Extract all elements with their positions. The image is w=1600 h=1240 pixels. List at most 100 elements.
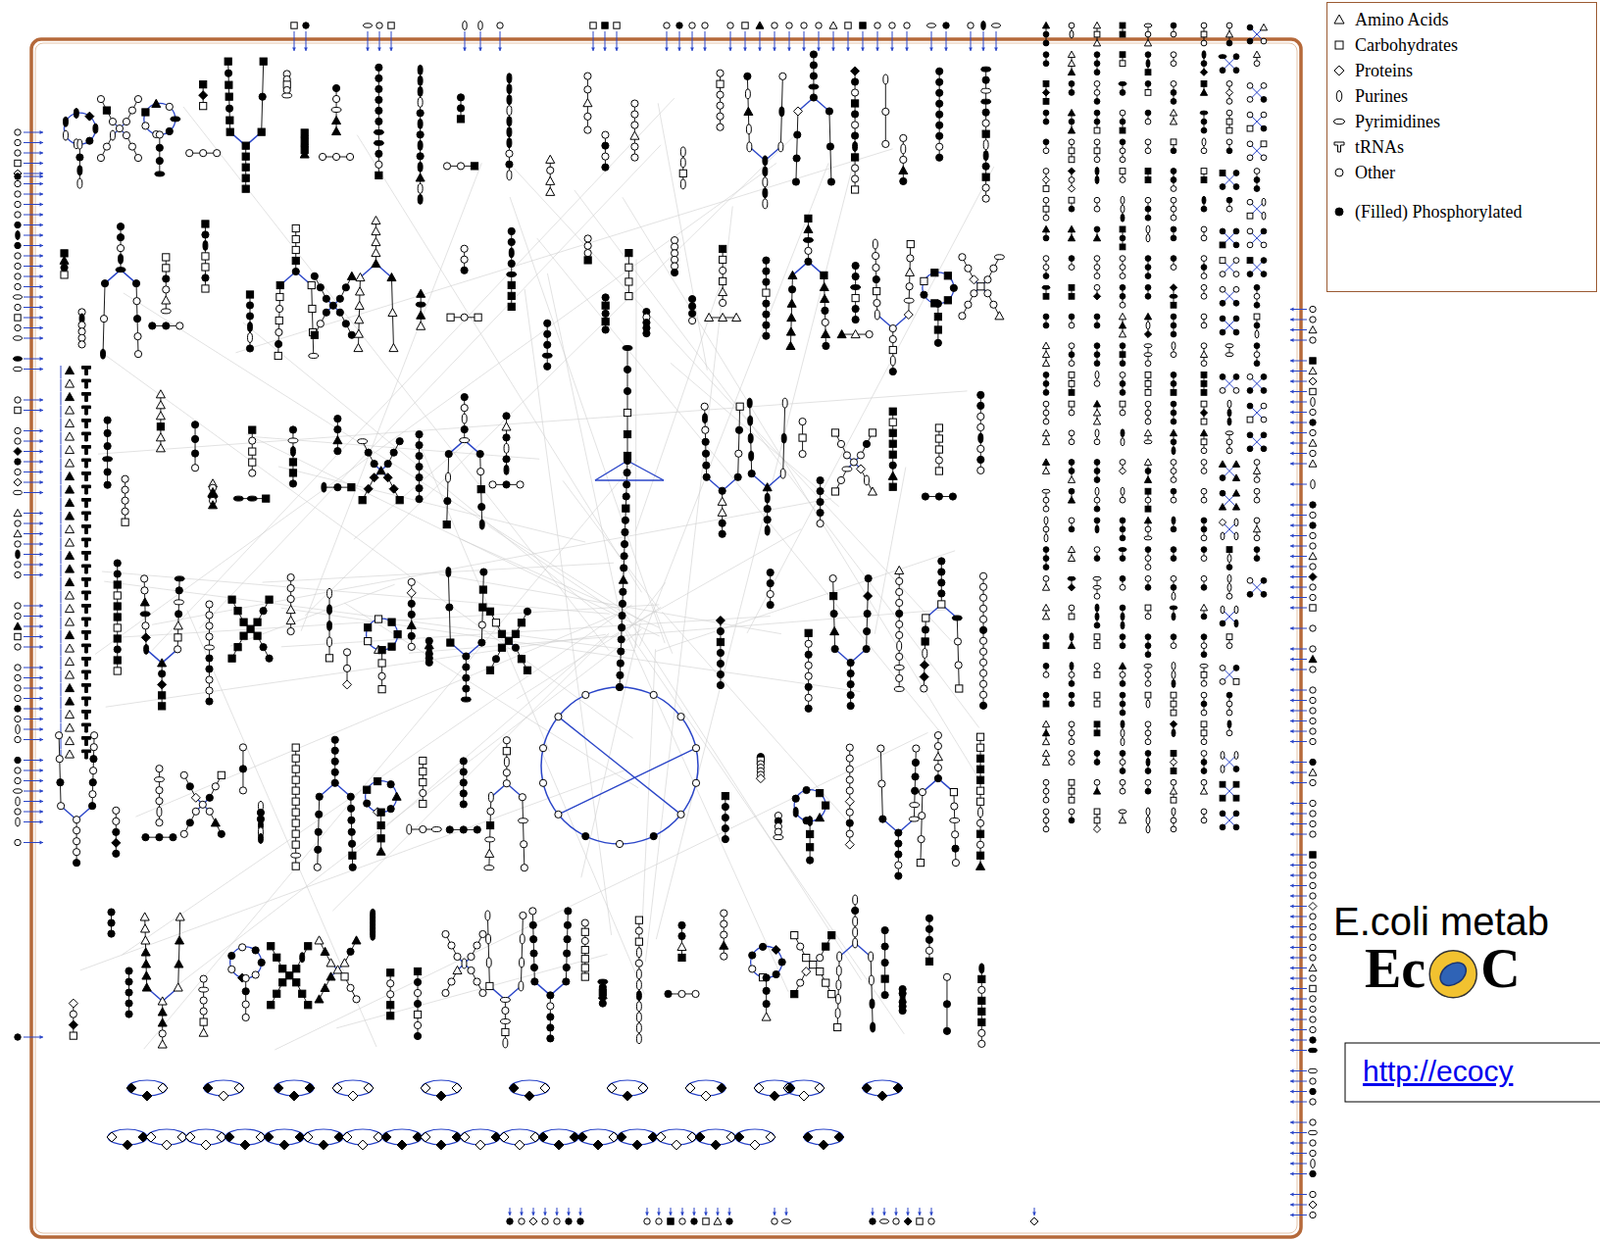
compound-glyph — [415, 463, 423, 471]
reaction-line — [391, 277, 393, 313]
compound-glyph — [149, 322, 156, 330]
compound-glyph — [341, 973, 349, 981]
compound-glyph — [826, 143, 834, 150]
compound-glyph — [155, 411, 165, 420]
compound-glyph — [546, 154, 555, 163]
compound-glyph — [934, 326, 942, 334]
compound-glyph — [625, 293, 633, 300]
faint-link — [332, 635, 608, 911]
transport-arrow — [929, 1211, 934, 1216]
compound-glyph — [584, 86, 592, 94]
compound-glyph — [680, 157, 686, 168]
reaction-line — [880, 749, 882, 785]
compound-glyph — [158, 670, 166, 678]
transport-arrow — [1290, 781, 1295, 786]
compound-glyph — [479, 989, 487, 997]
compound-glyph — [766, 568, 774, 576]
compound-glyph — [804, 694, 812, 701]
transport-arrow — [1290, 523, 1295, 528]
compound-glyph — [601, 318, 609, 326]
compound-glyph — [976, 798, 984, 805]
compound-glyph — [158, 1030, 166, 1038]
compound-glyph — [735, 450, 743, 457]
compound-glyph — [636, 1023, 642, 1034]
compound-glyph — [821, 318, 829, 326]
transport-arrow — [1290, 770, 1295, 775]
compound-glyph — [240, 632, 248, 640]
transport-arrow — [1290, 379, 1295, 384]
compound-glyph — [462, 685, 470, 693]
transport-arrow — [1290, 626, 1295, 631]
compound-glyph — [718, 487, 726, 495]
compound-glyph — [378, 659, 386, 667]
compound-glyph — [822, 943, 830, 950]
compound-glyph — [517, 655, 525, 663]
compound-glyph — [978, 986, 986, 994]
transport-arrow — [1290, 1131, 1295, 1136]
compound-glyph — [846, 787, 853, 795]
compound-glyph — [895, 565, 904, 574]
compound-glyph — [850, 186, 858, 194]
compound-glyph — [720, 931, 728, 939]
compound-glyph — [89, 767, 97, 775]
compound-glyph — [906, 240, 914, 248]
compound-glyph — [905, 283, 913, 291]
compound-glyph — [387, 805, 395, 813]
compound-glyph — [635, 959, 643, 967]
transport-arrow — [743, 47, 748, 51]
compound-glyph — [72, 816, 80, 824]
compound-glyph — [846, 808, 853, 816]
compound-glyph — [864, 574, 872, 582]
compound-glyph — [547, 166, 554, 174]
compound-glyph — [936, 100, 944, 107]
compound-glyph — [547, 1024, 554, 1032]
compound-glyph — [943, 1000, 950, 1008]
compound-glyph — [889, 440, 897, 448]
compound-glyph — [718, 530, 726, 538]
compound-glyph — [547, 1035, 554, 1043]
compound-glyph — [850, 89, 858, 97]
compound-glyph — [128, 106, 136, 114]
compound-glyph — [762, 987, 770, 995]
faint-link — [661, 611, 852, 827]
compound-glyph — [745, 89, 750, 100]
compound-glyph — [371, 238, 381, 247]
compound-glyph — [332, 115, 342, 124]
compound-glyph — [847, 680, 854, 688]
compound-glyph — [835, 1008, 841, 1019]
compound-glyph — [289, 480, 297, 488]
compound-glyph — [334, 484, 342, 492]
compound-glyph — [292, 787, 300, 795]
faint-link — [540, 749, 645, 995]
compound-glyph — [387, 969, 395, 977]
compound-glyph — [448, 942, 455, 950]
compound-glyph — [141, 924, 150, 933]
transport-arrow — [39, 542, 44, 547]
compound-glyph — [173, 983, 183, 992]
compound-glyph — [882, 107, 890, 115]
compound-glyph — [816, 968, 824, 976]
transport-arrow — [894, 1211, 899, 1216]
transport-arrow — [39, 562, 44, 567]
transport-arrow — [39, 491, 44, 496]
compound-glyph — [774, 828, 782, 836]
compound-glyph — [564, 907, 572, 915]
compound-glyph — [478, 639, 486, 647]
compound-glyph — [141, 948, 150, 956]
compound-glyph — [249, 426, 256, 434]
compound-glyph — [479, 586, 487, 594]
compound-glyph — [719, 299, 727, 306]
compound-glyph — [808, 84, 819, 90]
compound-glyph — [201, 231, 209, 239]
compound-glyph — [141, 575, 149, 583]
compound-glyph — [716, 670, 724, 678]
compound-glyph — [90, 755, 98, 763]
compound-glyph — [354, 300, 364, 309]
compound-glyph — [492, 655, 500, 663]
compound-glyph — [883, 74, 889, 85]
compound-glyph — [506, 95, 512, 105]
compound-glyph — [325, 654, 333, 662]
transport-arrow — [39, 532, 44, 537]
compound-glyph — [498, 630, 505, 638]
transport-arrow — [39, 356, 44, 361]
